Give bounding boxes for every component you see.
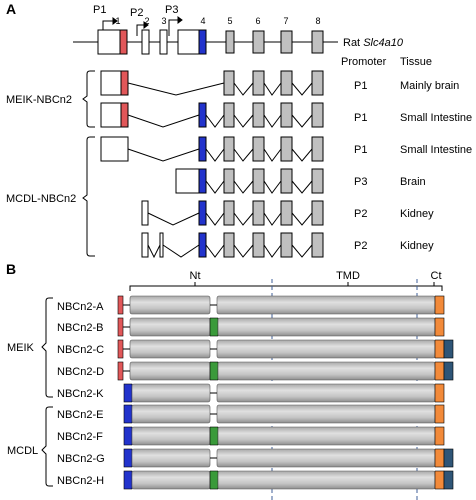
mcdl-brace [41,406,53,487]
row-4-tissue: Brain [400,176,426,188]
isoform-d: NBCn2-D [57,361,454,381]
isoform-label: NBCn2-F [57,431,103,443]
meik-group-label: MEIK-NBCn2 [6,94,72,106]
row-5-tissue: Kidney [400,208,434,220]
mcdl-bracket [82,136,95,257]
isoform-k: NBCn2-K [57,383,445,403]
isoform-h: NBCn2-H [57,470,454,490]
isoform-b: NBCn2-B [57,317,445,337]
row-5-promoter: P2 [354,208,367,220]
meik-label: MEIK [7,342,35,354]
row-3-tissue: Small Intestine [400,144,472,156]
isoform-label: NBCn2-B [57,322,103,334]
exon-number-1: 1 [115,16,120,26]
isoform-a: NBCn2-A [57,295,445,315]
exon-number-3: 3 [161,16,166,26]
isoform-e: NBCn2-E [57,404,445,424]
row-1-tissue: Mainly brain [400,80,459,92]
isoform-g: NBCn2-G [57,448,454,468]
panel-a: A P1 P2 P3 1 2 3 4 5 6 7 8 [6,1,472,259]
isoform-label: NBCn2-K [57,388,104,400]
region-brace [129,282,443,291]
promoter-label-p2: P2 [130,7,143,19]
transcript-3 [100,136,324,162]
exon-number-7: 7 [283,16,288,26]
exon-number-4: 4 [200,16,205,26]
meik-brace [41,297,53,398]
region-nt: Nt [190,270,201,282]
isoform-label: NBCn2-C [57,344,104,356]
transcript-2 [100,102,324,128]
exon-number-6: 6 [255,16,260,26]
tissue-header: Tissue [400,56,432,68]
transcript-6 [141,232,324,259]
row-2-promoter: P1 [354,112,367,124]
promoter-header: Promoter [341,56,387,68]
isoform-c: NBCn2-C [57,339,454,359]
row-6-promoter: P2 [354,240,367,252]
panel-b: B Nt TMD Ct NBCn2-A NBCn2-B [6,261,454,500]
gene-structure [73,29,338,55]
isoform-label: NBCn2-H [57,475,104,487]
transcript-1 [100,70,324,96]
exon-number-5: 5 [227,16,232,26]
region-tmd: TMD [336,270,360,282]
transcript-4 [175,168,324,194]
row-2-tissue: Small Intestine [400,112,472,124]
promoter-arrows [102,16,183,36]
row-6-tissue: Kidney [400,240,434,252]
row-1-promoter: P1 [354,80,367,92]
isoform-f: NBCn2-F [57,426,445,446]
meik-bracket [82,70,95,128]
exon-number-8: 8 [315,16,320,26]
region-ct: Ct [431,270,442,282]
isoform-label: NBCn2-E [57,409,103,421]
isoform-label: NBCn2-A [57,301,104,313]
promoter-label-p1: P1 [93,4,106,16]
gene-label: Rat Slc4a10 [343,37,404,49]
isoform-label: NBCn2-G [57,453,105,465]
promoter-label-p3: P3 [165,4,178,16]
row-3-promoter: P1 [354,144,367,156]
panel-b-label: B [6,261,16,277]
panel-a-label: A [6,1,16,17]
mcdl-label: MCDL [7,445,38,457]
exon-number-2: 2 [144,16,149,26]
isoform-label: NBCn2-D [57,366,104,378]
row-4-promoter: P3 [354,176,367,188]
transcript-5 [141,200,324,226]
mcdl-group-label: MCDL-NBCn2 [6,193,76,205]
